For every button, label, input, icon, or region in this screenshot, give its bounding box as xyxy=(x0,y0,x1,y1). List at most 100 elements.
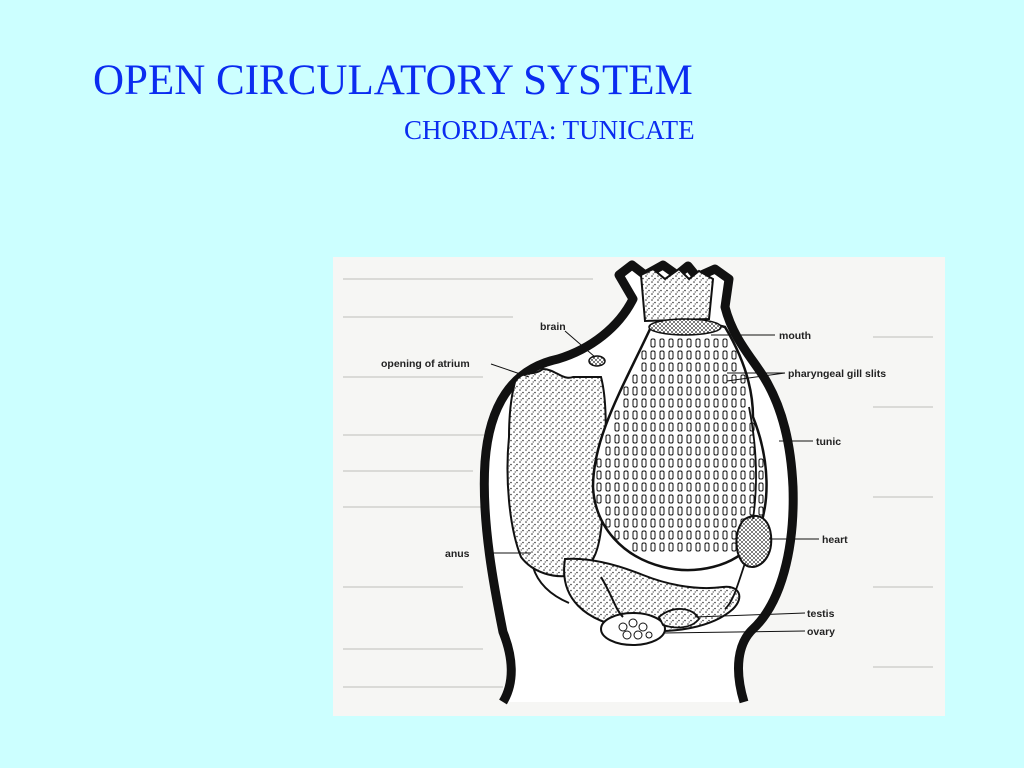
heart-vessel xyxy=(724,406,757,610)
gill-slit xyxy=(740,506,746,516)
gill-slit xyxy=(731,530,737,540)
gill-slit xyxy=(596,482,602,492)
gill-slit xyxy=(623,494,629,504)
gill-slit xyxy=(605,458,611,468)
gill-slit xyxy=(659,422,665,432)
gill-slit xyxy=(704,494,710,504)
gill-slit xyxy=(632,494,638,504)
gill-slit xyxy=(632,386,638,396)
gill-slit xyxy=(623,446,629,456)
gill-slit xyxy=(641,362,647,372)
gill-slit xyxy=(632,542,638,552)
intestine xyxy=(532,566,570,604)
gill-slit xyxy=(632,374,638,384)
gill-slit xyxy=(713,446,719,456)
gill-slit xyxy=(695,362,701,372)
gill-slit xyxy=(650,530,656,540)
gill-slit xyxy=(731,458,737,468)
gill-slit xyxy=(659,386,665,396)
gill-slit xyxy=(686,458,692,468)
gill-slit xyxy=(659,446,665,456)
gill-slit xyxy=(677,422,683,432)
gill-slit xyxy=(596,494,602,504)
gill-slit xyxy=(614,518,620,528)
gill-slit xyxy=(677,530,683,540)
gill-slit xyxy=(704,386,710,396)
gill-slit xyxy=(659,374,665,384)
gill-slit xyxy=(623,434,629,444)
gill-slit xyxy=(686,530,692,540)
gill-slit xyxy=(713,530,719,540)
gill-slit xyxy=(650,410,656,420)
gill-slit xyxy=(677,518,683,528)
gill-slit xyxy=(731,494,737,504)
gill-slit xyxy=(695,338,701,348)
gill-slit xyxy=(758,506,764,516)
gill-slit xyxy=(614,458,620,468)
gill-slit xyxy=(722,494,728,504)
gill-slit xyxy=(722,398,728,408)
gill-slit xyxy=(605,434,611,444)
gill-slit xyxy=(641,422,647,432)
label-anus: anus xyxy=(445,548,470,560)
gill-slit xyxy=(704,410,710,420)
gill-slit xyxy=(632,530,638,540)
gill-slit xyxy=(605,494,611,504)
gill-slit xyxy=(686,350,692,360)
gill-slit xyxy=(713,410,719,420)
label-mouth: mouth xyxy=(779,330,811,342)
gill-slit xyxy=(731,506,737,516)
gill-slit xyxy=(650,362,656,372)
gill-slit xyxy=(650,518,656,528)
gill-slit xyxy=(677,542,683,552)
slide-title: OPEN CIRCULATORY SYSTEM xyxy=(93,57,693,104)
gill-slit xyxy=(614,530,620,540)
gill-slit xyxy=(650,374,656,384)
gill-slit xyxy=(614,494,620,504)
gill-slit xyxy=(632,434,638,444)
gill-slit xyxy=(659,482,665,492)
gill-slit xyxy=(659,350,665,360)
gill-slit xyxy=(668,518,674,528)
gill-slit xyxy=(677,506,683,516)
gill-slit xyxy=(704,530,710,540)
gill-slit xyxy=(650,542,656,552)
gill-slit xyxy=(632,470,638,480)
gill-slit xyxy=(722,482,728,492)
gill-slit xyxy=(713,518,719,528)
gill-slit xyxy=(731,518,737,528)
gill-slit xyxy=(722,362,728,372)
gill-slit xyxy=(650,422,656,432)
gill-slit xyxy=(695,434,701,444)
gill-slit xyxy=(668,350,674,360)
gill-slit xyxy=(686,338,692,348)
gill-slit xyxy=(686,422,692,432)
gill-slit xyxy=(659,494,665,504)
gill-slit xyxy=(713,338,719,348)
gill-slit xyxy=(713,482,719,492)
gill-slit xyxy=(623,530,629,540)
gill-slit xyxy=(641,458,647,468)
gill-slit xyxy=(686,446,692,456)
gill-slit xyxy=(704,482,710,492)
gill-slit xyxy=(659,458,665,468)
ovary xyxy=(600,612,666,646)
gill-slit xyxy=(722,374,728,384)
gill-slit xyxy=(677,458,683,468)
gill-slit xyxy=(704,338,710,348)
gill-slit xyxy=(650,470,656,480)
gill-slit xyxy=(704,374,710,384)
gill-slit xyxy=(731,482,737,492)
gill-slit xyxy=(677,338,683,348)
gill-slit xyxy=(722,386,728,396)
gill-slit xyxy=(749,482,755,492)
brain xyxy=(588,355,606,367)
gill-slit xyxy=(704,470,710,480)
gill-slit xyxy=(641,350,647,360)
gill-slit xyxy=(641,530,647,540)
gill-slit xyxy=(758,458,764,468)
gill-slit xyxy=(695,410,701,420)
label-brain: brain xyxy=(540,321,566,333)
gill-slit xyxy=(677,446,683,456)
gill-slit xyxy=(668,422,674,432)
